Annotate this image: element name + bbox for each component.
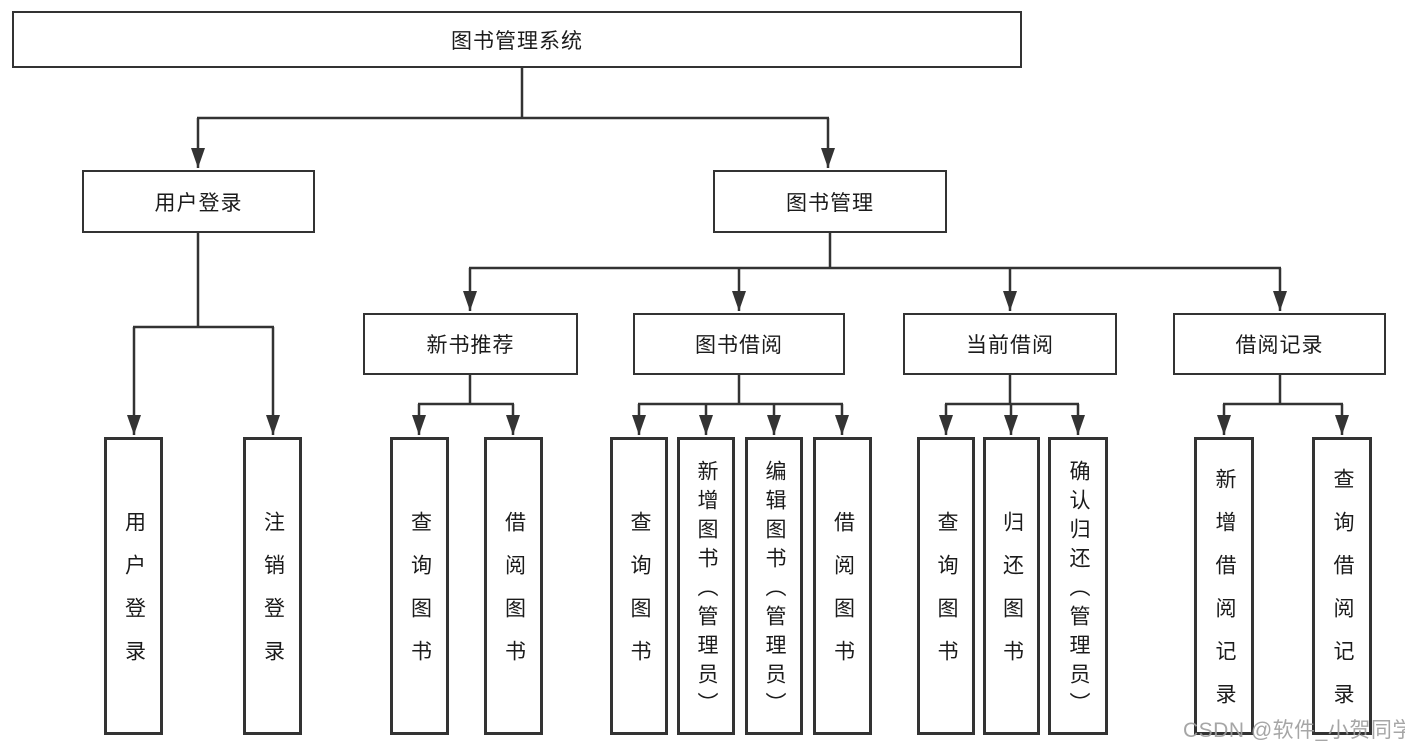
node-leaf-edit-books-admin: 编辑图书（管理员） xyxy=(745,437,803,735)
connector-book-borrow-group xyxy=(632,375,849,435)
leaf-label: 借阅图书 xyxy=(502,511,526,683)
node-book-management-label: 图书管理 xyxy=(786,191,874,215)
node-leaf-borrow-books-recommend: 借阅图书 xyxy=(484,437,543,735)
node-user-login-label: 用户登录 xyxy=(154,191,243,215)
leaf-label: 查询图书 xyxy=(935,511,959,683)
node-leaf-return-books: 归还图书 xyxy=(983,437,1040,735)
node-user-login: 用户登录 xyxy=(82,170,315,233)
leaf-label: 新增图书（管理员） xyxy=(695,459,719,721)
group-label: 新书推荐 xyxy=(426,334,515,357)
leaf-label: 新增借阅记录 xyxy=(1213,468,1237,726)
leaf-label: 用户登录 xyxy=(122,511,146,683)
connector-user-login xyxy=(127,233,280,435)
connector-root xyxy=(191,67,835,168)
node-leaf-query-books-borrow: 查询图书 xyxy=(610,437,668,735)
node-group-current-borrow: 当前借阅 xyxy=(903,313,1117,375)
node-leaf-user-login: 用户登录 xyxy=(104,437,163,735)
node-group-book-borrow: 图书借阅 xyxy=(633,313,845,375)
node-leaf-borrow-books: 借阅图书 xyxy=(813,437,872,735)
node-leaf-query-borrow-record: 查询借阅记录 xyxy=(1312,437,1372,735)
leaf-label: 借阅图书 xyxy=(831,511,855,683)
node-leaf-add-borrow-record: 新增借阅记录 xyxy=(1194,437,1254,735)
group-label: 当前借阅 xyxy=(966,334,1054,357)
connector-current-borrow-group xyxy=(939,375,1085,435)
node-book-management: 图书管理 xyxy=(713,170,947,233)
connector-borrow-records-group xyxy=(1217,375,1349,435)
leaf-label: 归还图书 xyxy=(1000,511,1024,683)
group-label: 图书借阅 xyxy=(695,334,783,357)
node-leaf-add-books-admin: 新增图书（管理员） xyxy=(677,437,735,735)
node-group-new-book-recommend: 新书推荐 xyxy=(363,313,578,375)
leaf-label: 查询图书 xyxy=(408,511,432,683)
leaf-label: 编辑图书（管理员） xyxy=(763,459,787,721)
connector-book-management xyxy=(463,233,1287,311)
node-root-label: 图书管理系统 xyxy=(451,29,583,53)
connector-new-book-group xyxy=(412,375,520,435)
leaf-label: 查询图书 xyxy=(628,511,652,683)
node-leaf-query-books-current: 查询图书 xyxy=(917,437,975,735)
node-leaf-query-books-recommend: 查询图书 xyxy=(390,437,449,735)
leaf-label: 注销登录 xyxy=(261,511,285,683)
node-leaf-confirm-return-admin: 确认归还（管理员） xyxy=(1048,437,1108,735)
node-root: 图书管理系统 xyxy=(12,11,1022,68)
group-label: 借阅记录 xyxy=(1235,334,1324,357)
leaf-label: 查询借阅记录 xyxy=(1331,468,1355,726)
leaf-label: 确认归还（管理员） xyxy=(1067,459,1091,721)
node-leaf-logout: 注销登录 xyxy=(243,437,302,735)
node-group-borrow-records: 借阅记录 xyxy=(1173,313,1386,375)
watermark: CSDN @软件_小贺同学 xyxy=(1183,719,1405,742)
